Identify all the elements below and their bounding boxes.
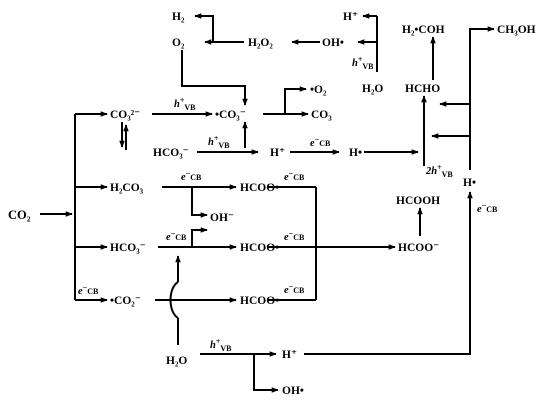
arrow-hco3b-oh	[191, 227, 208, 247]
annotation-hvb-4: h+VB	[210, 337, 232, 353]
label-h2co3: H₂CO₃	[110, 182, 144, 194]
label-hplus-mid: H⁺	[270, 147, 285, 159]
connectors	[40, 13, 495, 393]
label-oh-radical-top: OH•	[322, 37, 344, 49]
annotation-ecb-2: e−CB	[181, 169, 202, 183]
label-hcoo-radical-3: HCOO•	[240, 295, 279, 307]
label-hcoo-radical-1: HCOO•	[240, 182, 279, 194]
label-co3-radical: •CO₃⁻	[215, 109, 246, 121]
arrow-hplus-to-hrad-right	[304, 191, 473, 355]
species-labels: CO₂ CO₃²⁻ •CO₃⁻ •O₂ CO₃ H₂ O₂ H₂O₂ OH• H…	[8, 11, 536, 397]
label-hcoo-minus: HCOO⁻	[398, 242, 439, 254]
label-h-radical-right: H•	[463, 177, 476, 189]
label-co3-2minus: CO₃²⁻	[110, 109, 140, 121]
label-hplus-top: H⁺	[343, 11, 358, 23]
label-co3: CO₃	[311, 109, 332, 121]
label-hplus-bottom: H⁺	[282, 349, 297, 361]
label-h2o-top: H₂O	[362, 83, 383, 95]
bridge-hump	[169, 281, 179, 319]
annotations: h+VB h+VB h+VB h+VB 2h+VB e−CB e−CB e−CB	[78, 55, 498, 353]
arrow-to-oh-bottom	[253, 354, 279, 393]
annotation-ecb-6: e−CB	[284, 282, 305, 296]
label-h2o2: H₂O₂	[248, 37, 273, 49]
arrow-o2-to-co3rad	[181, 50, 248, 106]
arrow-to-oh-minus	[191, 187, 208, 218]
annotation-ecb-4: e−CB	[166, 229, 187, 243]
annotation-2hvb: 2h+VB	[425, 163, 453, 179]
label-h2: H₂	[172, 11, 185, 23]
arrow-o2-to-h2	[194, 13, 214, 42]
annotation-ecb-3: e−CB	[284, 169, 305, 183]
label-co2-radical: •CO₂⁻	[110, 295, 141, 307]
label-h2coh: H₂•COH	[402, 24, 445, 36]
label-oh-radical-bottom: OH•	[282, 385, 304, 397]
label-o2-radical: •O₂	[310, 84, 327, 96]
label-o2: O₂	[172, 37, 185, 49]
annotation-hvb-1: h+VB	[174, 96, 196, 112]
label-hco3-minus-b: HCO₃⁻	[110, 242, 146, 254]
label-co2: CO₂	[8, 208, 31, 222]
label-hcho: HCHO	[405, 83, 440, 95]
label-ch3oh: CH₃OH	[497, 24, 536, 36]
label-h2o-bottom: H₂O	[166, 355, 187, 367]
annotation-hvb-2: h+VB	[208, 134, 230, 150]
annotation-ecb-5: e−CB	[284, 229, 305, 243]
arrow-to-o2rad	[284, 86, 307, 114]
annotation-ecb-8: e−CB	[477, 201, 498, 215]
annotation-hvb-3: h+VB	[352, 55, 374, 71]
annotation-ecb-7: e−CB	[78, 283, 99, 297]
label-h-radical-mid: H•	[349, 147, 362, 159]
label-hcoo-radical-2: HCOO•	[240, 242, 279, 254]
annotation-ecb-1: e−CB	[310, 135, 331, 149]
label-oh-minus: OH⁻	[210, 212, 234, 224]
label-hco3-minus-a: HCO₃⁻	[153, 147, 189, 159]
label-hcooh: HCOOH	[396, 195, 440, 207]
